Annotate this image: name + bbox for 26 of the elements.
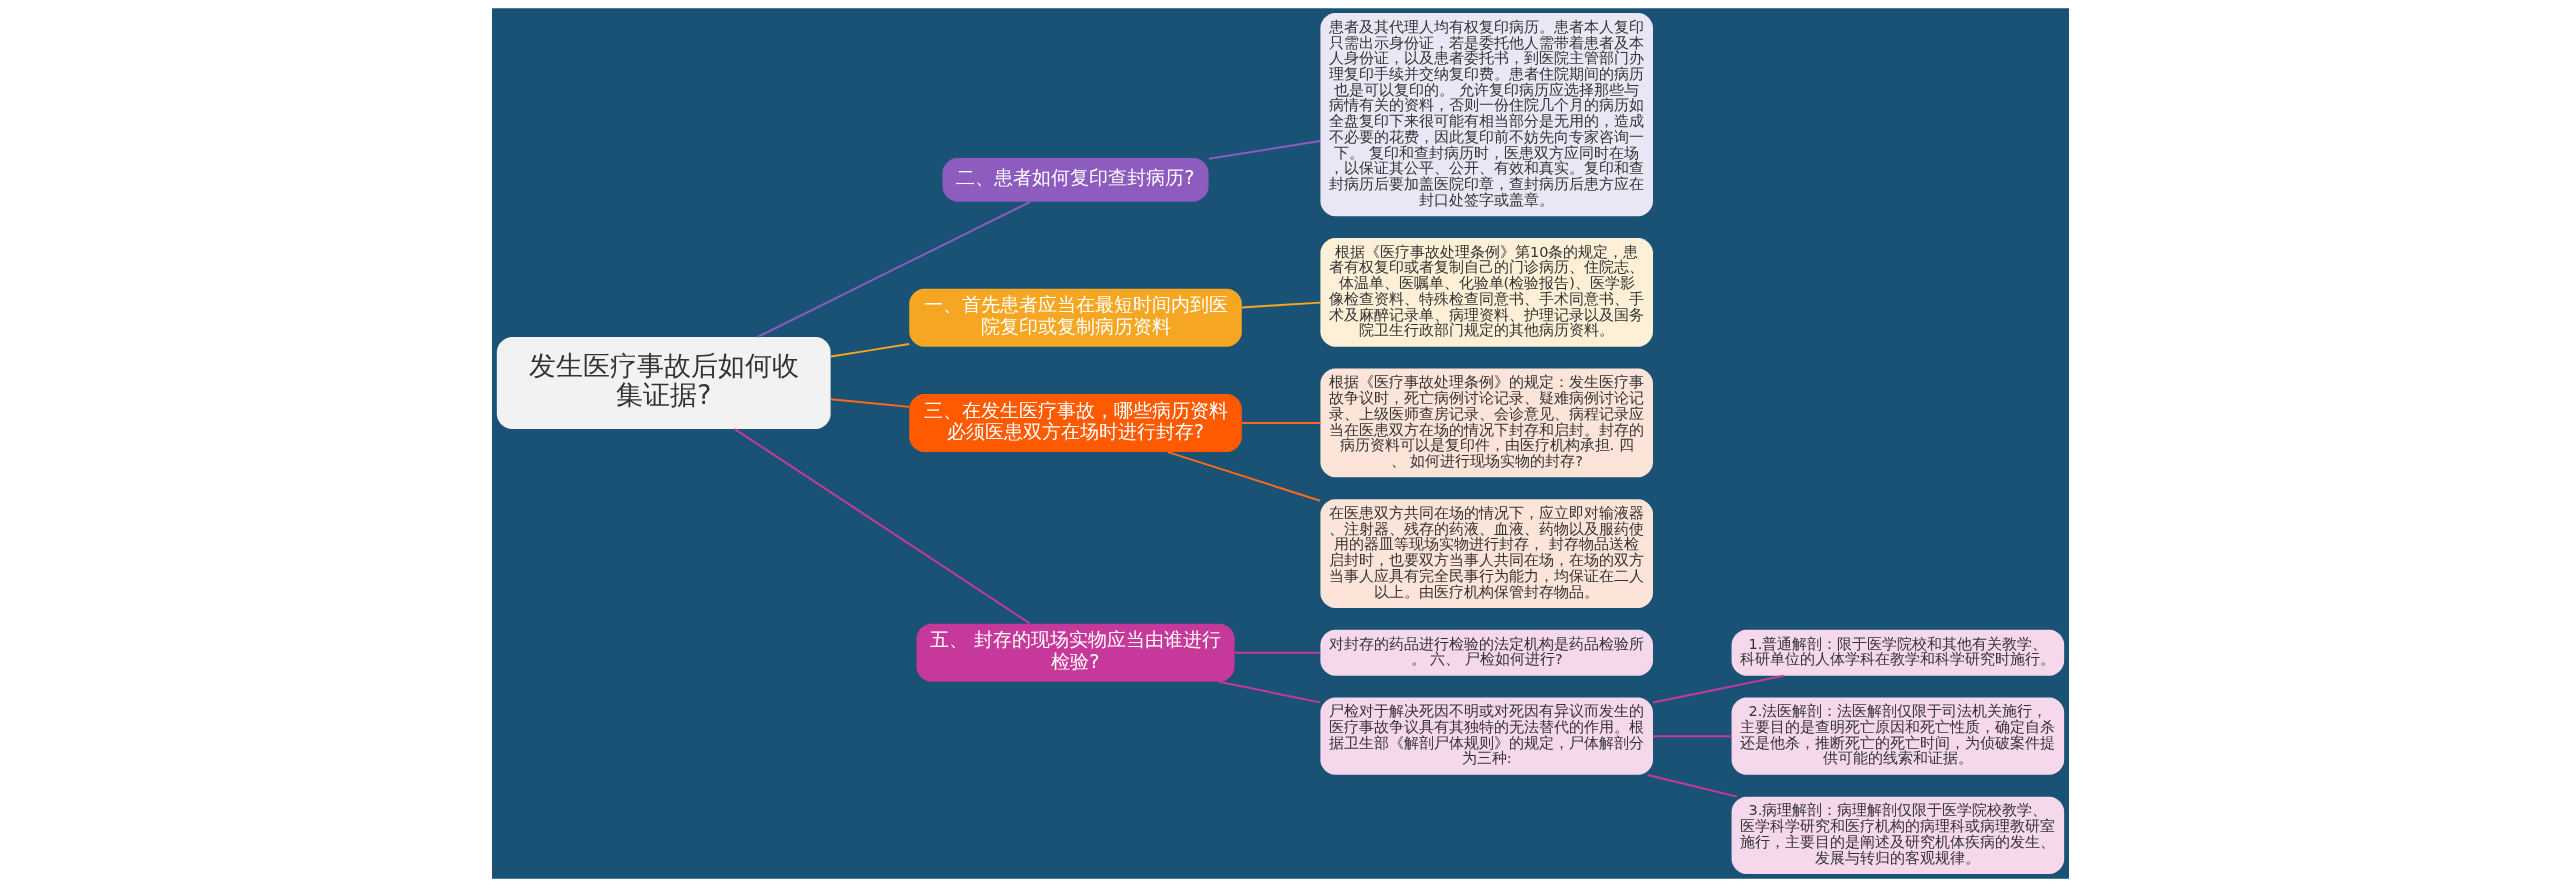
- node-box: 根据《医疗事故处理条例》的规定：发生医疗事故争议时，死亡病例讨论记录、疑难病例讨论记录、上级医师查房记录、会诊意见、病程记录应当在医患双方在场的情况下封存和启封。封存的病历资料可以是复印件，由医疗机构承担. 四、 如何进行现场实物的封存?: [1319, 368, 1653, 478]
- connector: [1166, 451, 1321, 502]
- connector: [1646, 773, 1738, 798]
- node-box: 二、患者如何复印查封病历?: [942, 158, 1209, 202]
- connector: [829, 398, 910, 408]
- connector: [1651, 735, 1732, 738]
- node-box: 一、首先患者应当在最短时间内到医院复印或复制病历资料: [908, 288, 1242, 347]
- connector: [756, 200, 1031, 338]
- node-box: 三、在发生医疗事故，哪些病历资料必须医患双方在场时进行封存?: [908, 393, 1242, 452]
- connector: [1240, 421, 1321, 424]
- node-box: 1.普通解剖：限于医学院校和其他有关教学、科研单位的人体学科在教学和科学研究时施行。: [1731, 629, 2064, 676]
- node-box: 3.病理解剖：病理解剖仅限于医学院校教学、医学科学研究和医疗机构的病理科或病理教研室施行，主要目的是阐述及研究机体疾病的发生、发展与转归的客观规律。: [1731, 796, 2064, 875]
- connector: [1233, 651, 1321, 654]
- node-box: 2.法医解剖：法医解剖仅限于司法机关施行，主要目的是查明死亡原因和死亡性质，确定自杀还是他杀，推断死亡的死亡时间，为侦破案件提供可能的线索和证据。: [1731, 697, 2064, 775]
- node-box: 对封存的药品进行检验的法定机构是药品检验所。 六、 尸检如何进行?: [1319, 629, 1653, 676]
- node-box: 尸检对于解决死因不明或对死因有异议而发生的医疗事故争议具有其独特的无法替代的作用。根据卫生部《解剖尸体规则》的规定，尸体解剖分为三种:: [1319, 697, 1653, 775]
- connector: [829, 343, 910, 358]
- node-box: 在医患双方共同在场的情况下，应立即对输液器、注射器、残存的药液、血液、药物以及服药使用的器皿等现场实物进行封存， 封存物品送检启封时，也要双方当事人共同在场，在场的双方当事人应具有完全民事行为能力，均保证在二人以上。由医疗机构保管封存物品。: [1319, 499, 1653, 608]
- node-box: 根据《医疗事故处理条例》第10条的规定，患者有权复印或者复制自己的门诊病历、住院志、体温单、医嘱单、化验单(检验报告)、医学影像检查资料、特殊检查同意书、手术同意书、手术及麻醉记录单、病理资料、护理记录以及国务院卫生行政部门规定的其他病历资料。: [1319, 237, 1653, 347]
- connector: [1240, 301, 1321, 309]
- connector: [1217, 680, 1321, 704]
- node-box: 五、 封存的现场实物应当由谁进行检验?: [916, 623, 1235, 682]
- node-box: 患者及其代理人均有权复印病历。患者本人复印只需出示身份证，若是委托他人需带着患者及本人身份证，以及患者委托书，到医院主管部门办理复印手续并交纳复印费。患者住院期间的病历也是可以复印的。 允许复印病历应选择那些与病情有关的资料，否则一份住院几个月的病历如全盘复印下来很可能有相当部分是无用的，造成不必要的花费，因此复印前不妨先向专家咨询一下。 复印和查封病历时，医患双方应同时在场，以保证其公平、公开、有效和真实。复印和查封病历后要加盖医院印章，查封病历后患方应在封口处签字或盖章。: [1319, 12, 1653, 217]
- node-box: 发生医疗事故后如何收集证据?: [496, 337, 831, 429]
- connector: [1207, 140, 1321, 160]
- connector: [733, 428, 1031, 625]
